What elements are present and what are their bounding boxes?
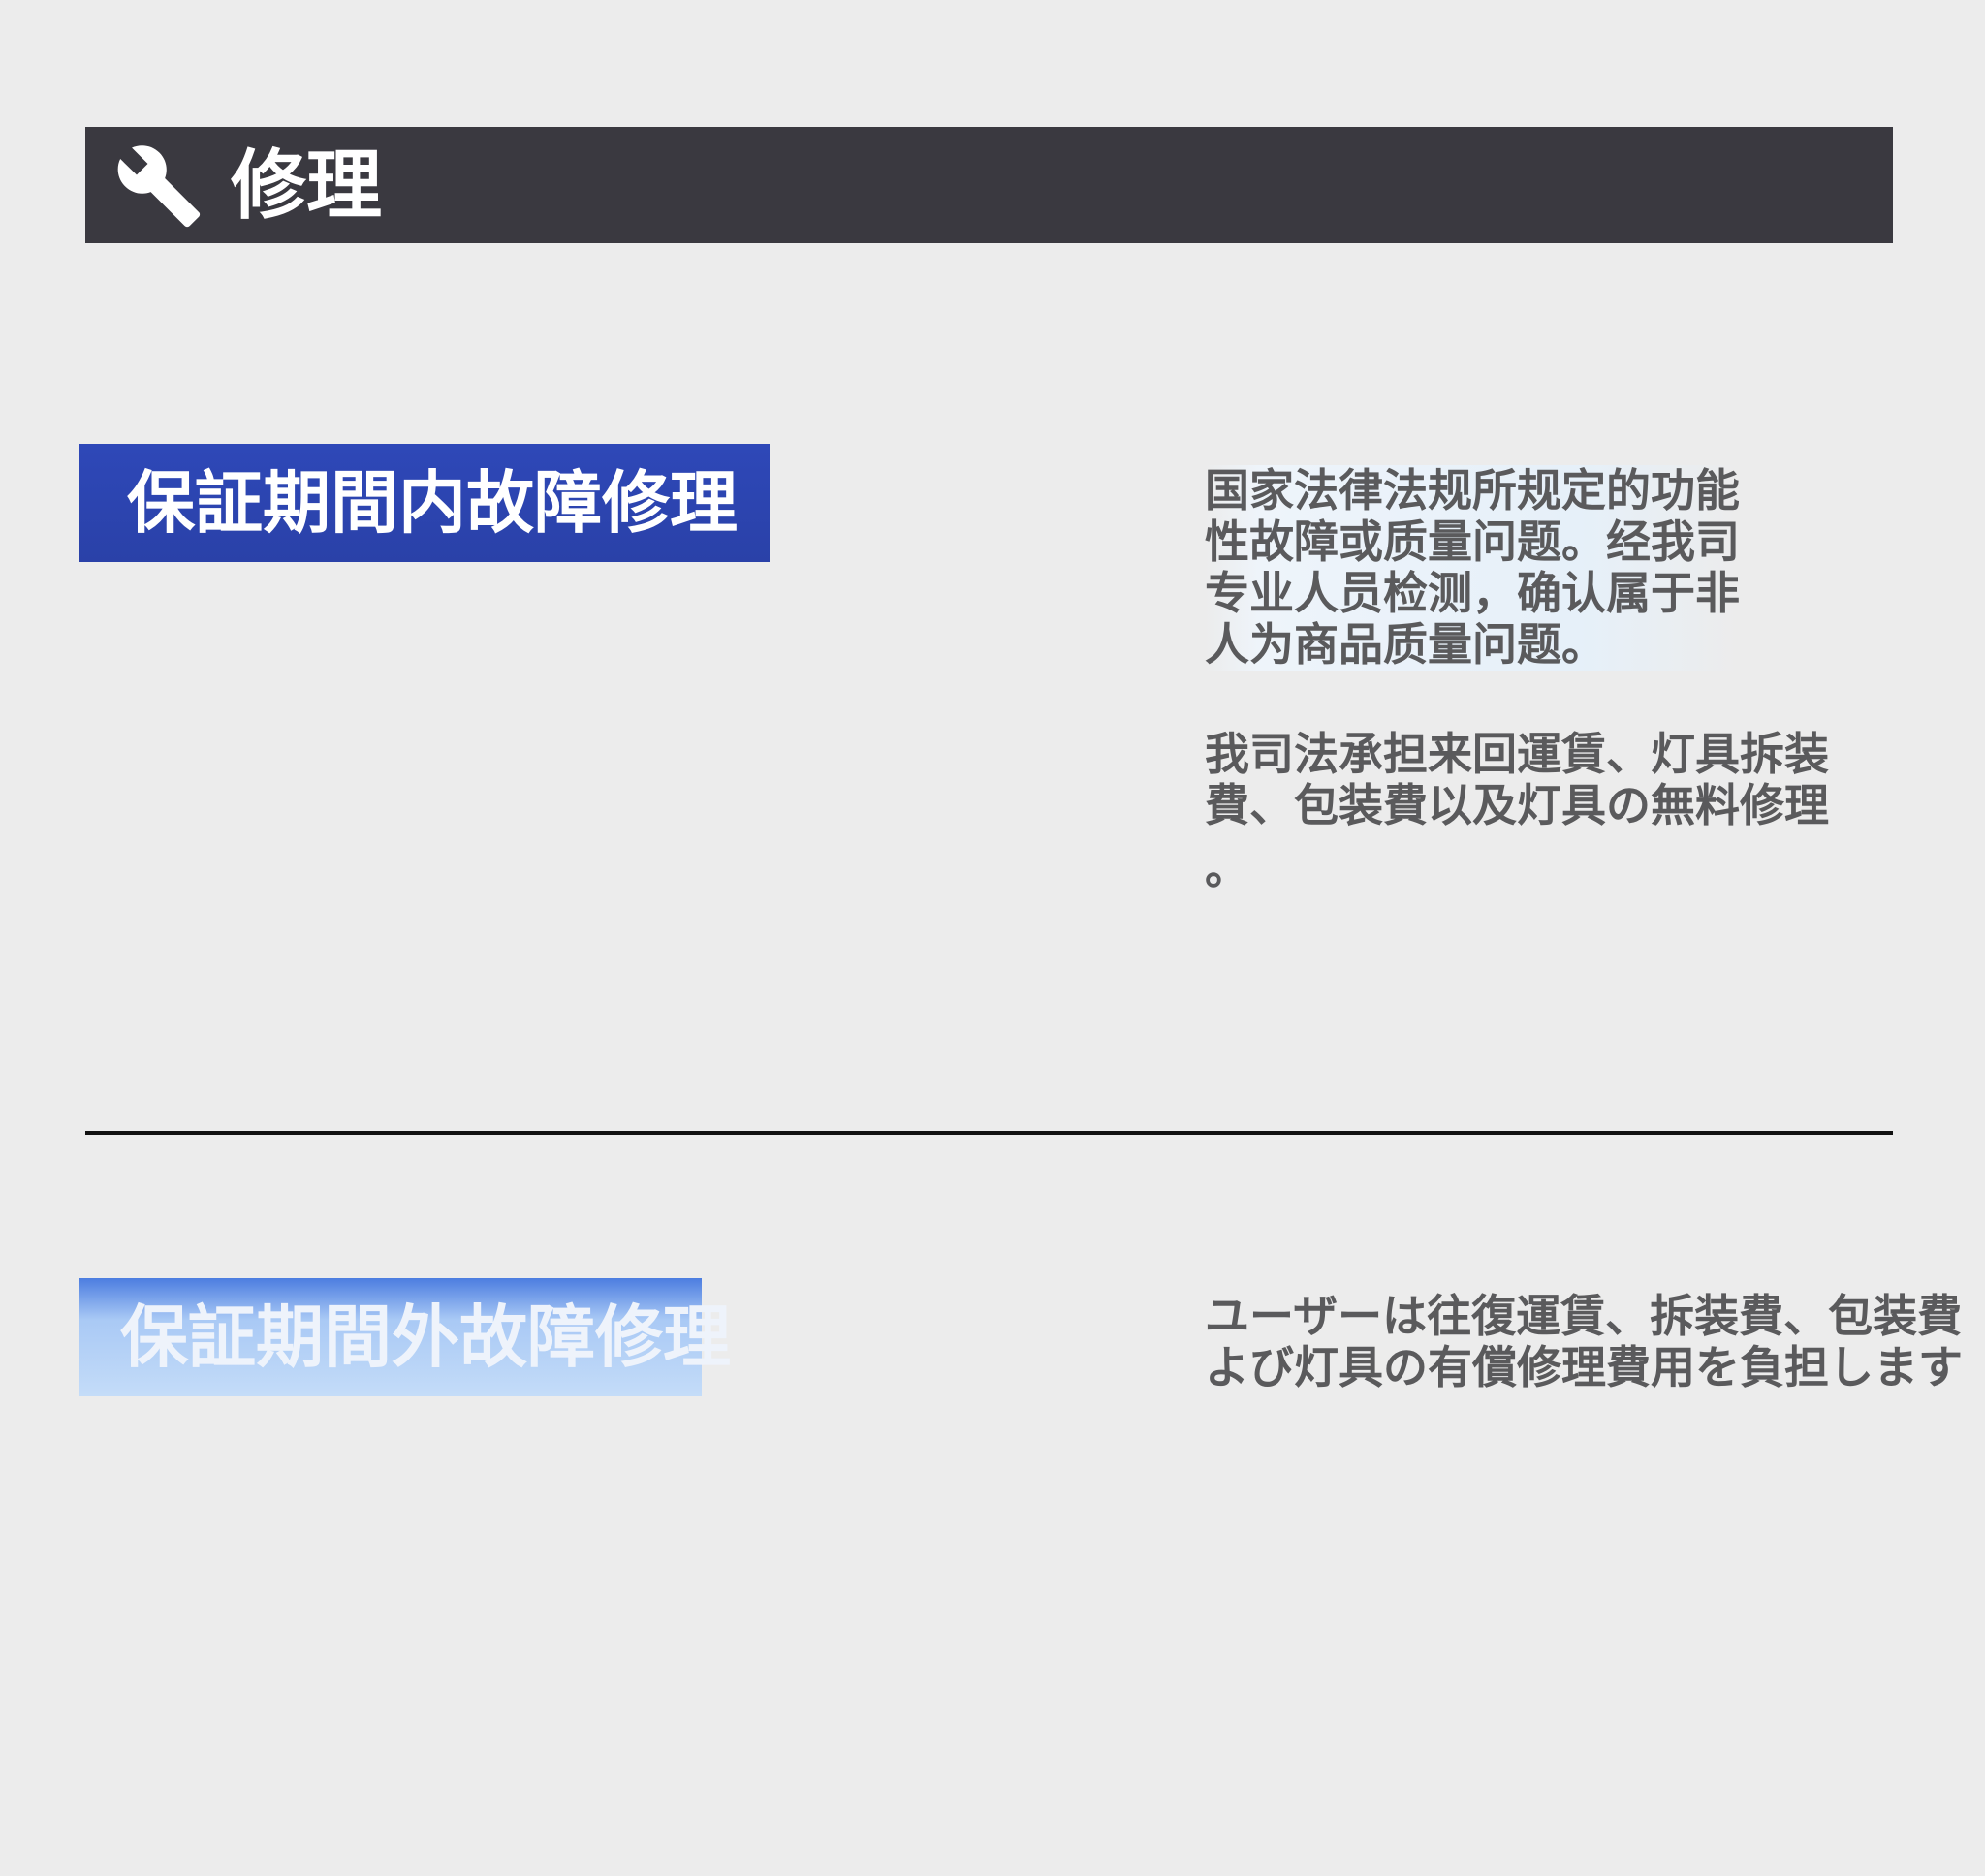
text-line: よび灯具の有償修理費用を負担します	[1205, 1341, 1963, 1393]
text-line: ユーザーは往復運賃、拆装費、包装費	[1205, 1290, 1963, 1342]
in-warranty-description: 国家法律法规所规定的功能 性故障或质量问题。经我司 专业人员检测，确认属于非 人…	[1205, 465, 1740, 671]
section-header-bar	[85, 127, 1893, 243]
text-line: 我司法承担来回運賃、灯具拆装	[1205, 728, 1829, 780]
text-line: 人为商品质量问题。	[1205, 618, 1606, 671]
in-warranty-repair-label: 保証期間内故障修理	[79, 444, 770, 562]
text-line: 国家法律法规所规定的功能	[1205, 464, 1740, 516]
page-title: 修理	[231, 142, 383, 230]
text-line: 性故障或质量问题。经我司	[1205, 516, 1740, 568]
text-line: 专业人员检测，确认属于非	[1205, 567, 1740, 619]
in-warranty-coverage: 我司法承担来回運賃、灯具拆装 費、包装費以及灯具の無料修理 。	[1205, 729, 1829, 894]
text-line: 費、包装費以及灯具の無料修理	[1205, 779, 1829, 831]
section-divider	[85, 1131, 1893, 1135]
out-of-warranty-repair-text: 保証期間外故障修理	[120, 1298, 731, 1377]
out-of-warranty-description: ユーザーは往復運賃、拆装費、包装費 よび灯具の有償修理費用を負担します	[1205, 1291, 1963, 1393]
in-warranty-repair-text: 保証期間内故障修理	[127, 463, 738, 543]
wrench-icon	[117, 145, 201, 228]
out-of-warranty-repair-label: 保証期間外故障修理	[79, 1278, 731, 1396]
text-line: 。	[1205, 842, 1249, 894]
